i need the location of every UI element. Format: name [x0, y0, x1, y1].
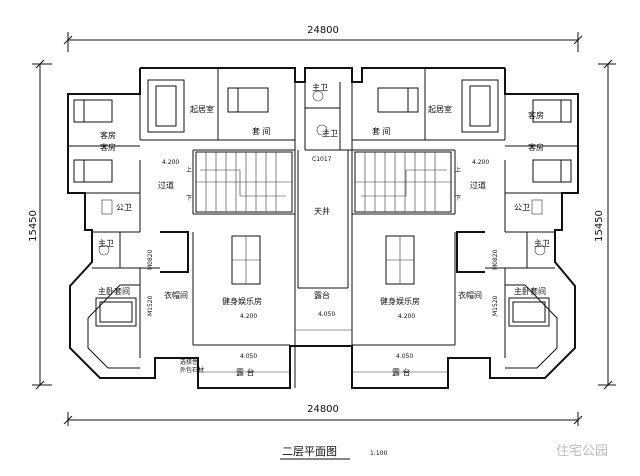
label-lutai-right: 露 台: [392, 367, 411, 377]
footer-title: 二层平面图: [282, 445, 337, 458]
dim-height-right: 15450: [594, 210, 605, 242]
code-door-right-2: M1520: [492, 295, 499, 316]
level-right-stair: 4.200: [472, 159, 489, 166]
mark-up-left: 上: [186, 166, 192, 174]
watermark: 住宅公园: [556, 444, 609, 459]
label-taojian-left: 套 间: [252, 126, 271, 136]
label-qijushi-right: 起居室: [428, 104, 452, 114]
level-left-gym: 4.200: [240, 313, 257, 320]
code-door-left-1: M0820: [147, 249, 154, 270]
label-kefang-left-2: 客房: [100, 142, 116, 152]
label-gongwei-left: 公卫: [116, 203, 132, 212]
dim-height-left: 15450: [28, 210, 39, 242]
level-left-terrace: 4.050: [240, 353, 257, 360]
label-zhuwei-left: 主卫: [98, 238, 114, 248]
label-jianshen-right: 健身娱乐房: [380, 296, 420, 306]
furniture: [73, 79, 572, 327]
code-window: C1017: [312, 156, 332, 163]
interior-walls: [68, 68, 578, 388]
label-kefang-right-2: 客房: [528, 142, 544, 152]
mark-up-right: 上: [455, 166, 461, 174]
level-center-terrace: 4.050: [318, 311, 335, 318]
label-tianjing: 天井: [314, 206, 330, 216]
dim-width-bottom: 24800: [307, 404, 339, 415]
label-yimao-left: 衣帽间: [164, 290, 188, 300]
stair-left: [195, 151, 293, 213]
label-guodao-left: 过道: [158, 180, 174, 190]
label-guodao-right: 过道: [470, 180, 486, 190]
label-zhuwei-top-left: 主卫: [312, 82, 328, 92]
label-zhuwei-top-left-2: 主卫: [322, 128, 338, 138]
mark-down-right: 下: [455, 195, 461, 202]
level-right-gym: 4.200: [398, 313, 415, 320]
label-qijushi-left: 起居室: [190, 104, 214, 114]
label-lutai-left: 露 台: [236, 367, 255, 377]
label-kefang-right-1: 客房: [528, 110, 544, 120]
label-jianshen-left: 健身娱乐房: [222, 296, 262, 306]
label-zhuwo-right: 主卧套间: [514, 286, 546, 296]
label-zhuwo-left: 主卧套间: [98, 286, 130, 296]
outer-walls: [67, 67, 579, 389]
label-yimao-right: 衣帽间: [458, 290, 482, 300]
code-door-right-1: M0820: [492, 249, 499, 270]
level-right-terrace: 4.050: [396, 353, 413, 360]
note-ext-1: 选择性: [180, 358, 198, 366]
stair-right: [354, 151, 452, 213]
label-gongwei-right: 公卫: [514, 203, 530, 212]
level-left-stair: 4.200: [162, 159, 179, 166]
label-zhuwei-right: 主卫: [534, 238, 550, 248]
dim-width-top: 24800: [307, 25, 339, 36]
footer-scale: 1:100: [370, 450, 387, 457]
label-taojian-right: 套 间: [372, 126, 391, 136]
dimension-lines: [32, 32, 616, 426]
label-kefang-left-1: 客房: [100, 130, 116, 140]
mark-down-left: 下: [186, 195, 192, 202]
code-door-left-2: M1520: [147, 295, 154, 316]
note-ext-2: 外包石材: [180, 366, 204, 374]
label-lutai-center: 露台: [314, 290, 330, 300]
